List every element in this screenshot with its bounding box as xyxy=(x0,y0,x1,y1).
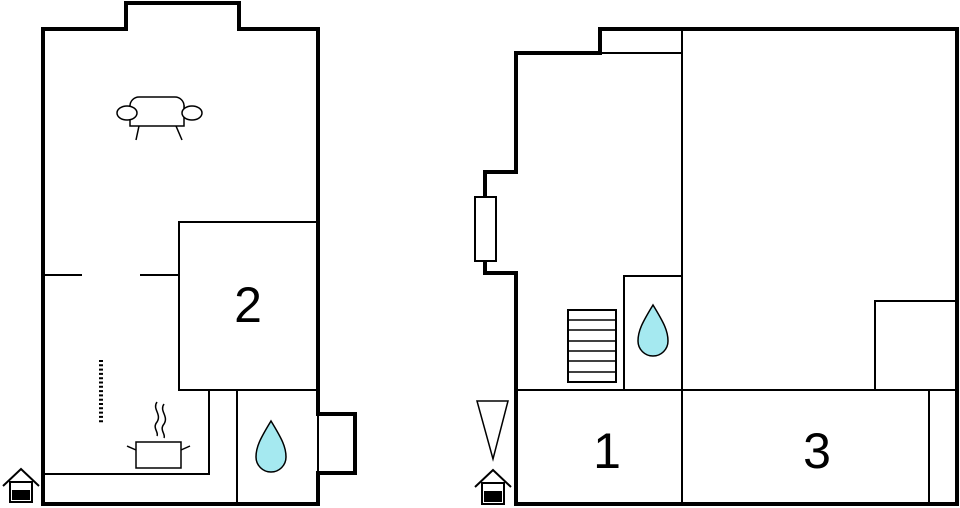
left-unit: 2 xyxy=(2,1,357,506)
cooking-pot-icon xyxy=(126,401,191,469)
bathroom-walls xyxy=(623,275,682,390)
stairs-icon xyxy=(567,309,617,383)
north-arrow-icon xyxy=(476,400,509,462)
sofa-icon xyxy=(116,96,203,141)
room-2-label: 2 xyxy=(234,277,262,333)
water-drop-icon xyxy=(637,303,669,357)
window-icon xyxy=(474,196,497,262)
room-1-label: 1 xyxy=(593,423,621,479)
water-drop-icon xyxy=(255,419,287,473)
closet-walls xyxy=(874,300,955,390)
kitchen-counter xyxy=(45,390,210,475)
room-2-walls xyxy=(178,221,318,391)
left-unit-outer-wall xyxy=(41,1,357,506)
entrance-icon xyxy=(2,467,40,503)
room-3-label: 3 xyxy=(803,423,831,479)
right-unit-outer-wall xyxy=(483,27,959,506)
right-unit: 1 3 xyxy=(474,27,959,506)
entrance-icon xyxy=(474,468,512,505)
